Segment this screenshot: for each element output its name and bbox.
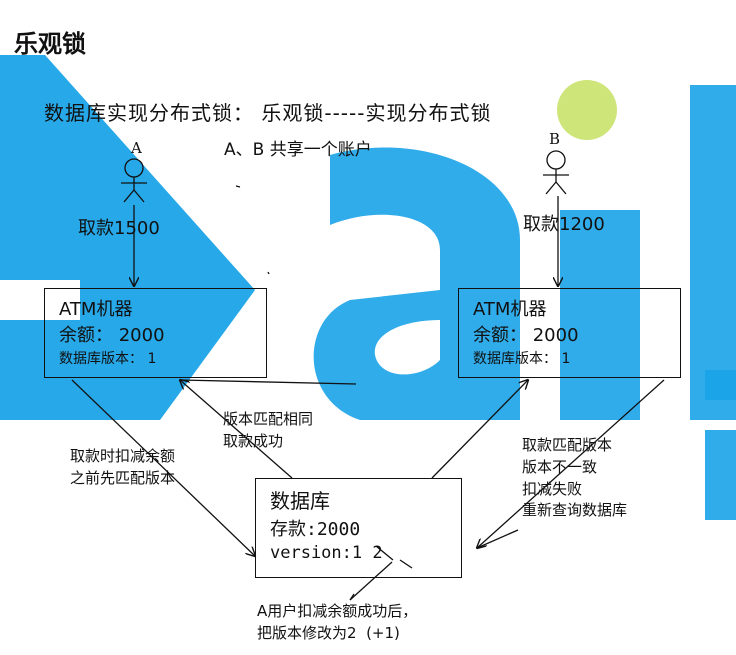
watermark-shape: [690, 85, 736, 420]
atm-a-box: ATM机器 余额： 2000 数据库版本： 1: [44, 288, 267, 378]
note-left: 取款时扣减余额 之前先匹配版本: [70, 447, 176, 487]
watermark-dot: [557, 80, 617, 140]
user-a-withdraw: 取款1500: [78, 218, 160, 239]
arrow-atm-a-to-db: [71, 379, 255, 556]
note-bottom: A用户扣减余额成功后， 把版本修改为2 (+1): [257, 602, 418, 642]
atm-b-version: 数据库版本： 1: [473, 351, 571, 367]
atm-a-version: 数据库版本： 1: [59, 351, 157, 367]
database-box: 数据库 存款:2000 version:1 2: [255, 478, 462, 578]
atm-b-name: ATM机器: [473, 299, 547, 320]
user-b-withdraw: 取款1200: [523, 214, 605, 235]
watermark-shape: [330, 147, 520, 420]
arrow-atm-b-to-db: [477, 379, 665, 548]
arrow-db-to-atm-b: [431, 380, 528, 479]
pointer-to-version: [349, 561, 393, 601]
atm-b-balance: 余额： 2000: [473, 325, 579, 346]
user-a-figure: [121, 158, 147, 203]
watermark-shape: [705, 370, 736, 400]
shared-account-label: A、B 共享一个账户: [224, 140, 372, 160]
note-version-match: 版本匹配相同 取款成功: [223, 410, 314, 450]
user-b-figure: [543, 150, 569, 195]
page-heading: 乐观锁: [14, 30, 86, 58]
watermark-shape: [705, 430, 736, 520]
watermark-shape: [313, 290, 440, 420]
atm-a-name: ATM机器: [59, 299, 133, 320]
diagram-title: 数据库实现分布式锁： 乐观锁-----实现分布式锁: [44, 101, 492, 125]
watermark-shape: [560, 210, 640, 420]
database-name: 数据库: [270, 489, 330, 513]
atm-a-balance: 余额： 2000: [59, 325, 165, 346]
note-right: 取款匹配版本 版本不一致 扣减失败 重新查询数据库: [522, 436, 628, 520]
watermark-shape: [0, 320, 80, 420]
user-a-label: A: [131, 139, 142, 157]
user-b-label: B: [549, 130, 561, 148]
database-deposit: 存款:2000: [270, 519, 361, 540]
watermark-shape: [0, 55, 255, 420]
atm-b-box: ATM机器 余额： 2000 数据库版本： 1: [458, 288, 681, 378]
arrow-db-to-atm-a: [180, 380, 293, 479]
database-version: version:1 2: [270, 543, 383, 563]
